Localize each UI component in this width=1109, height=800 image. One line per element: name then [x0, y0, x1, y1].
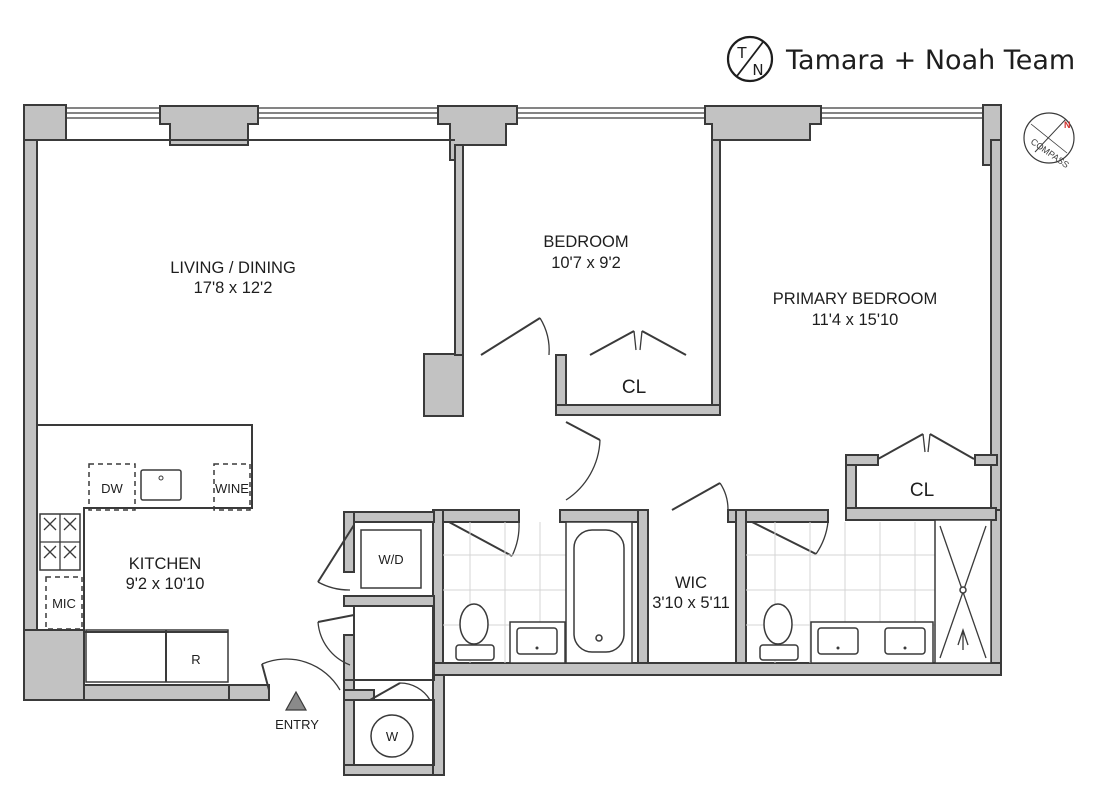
brand-name: Tamara + Noah Team [785, 45, 1075, 76]
wine-label: WINE [215, 481, 249, 496]
brand-logo: T N [726, 35, 774, 83]
microwave-label: MIC [52, 596, 76, 611]
bedroom-name: BEDROOM [543, 233, 628, 251]
doors [261, 317, 975, 701]
washer-dryer-unit [360, 529, 422, 589]
bathroom-2 [746, 519, 992, 664]
wine-fridge-outline [213, 463, 251, 511]
kitchen-dims: 9'2 x 10'10 [126, 575, 205, 593]
entry-label: ENTRY [275, 717, 319, 732]
refrigerator-label: R [191, 652, 200, 667]
microwave-outline [45, 576, 83, 630]
dishwasher-outline [88, 463, 136, 511]
logo-letter-bottom: N [752, 61, 763, 79]
bedroom-dims: 10'7 x 9'2 [551, 254, 621, 272]
primary-closet-label: CL [910, 480, 934, 501]
compass-north: N [1064, 120, 1071, 130]
wic-name: WIC [675, 574, 707, 592]
living-dining-name: LIVING / DINING [170, 259, 296, 277]
range-icon [39, 513, 81, 571]
bedroom-closet-label: CL [622, 377, 646, 398]
primary-bedroom-name: PRIMARY BEDROOM [773, 290, 937, 308]
washer-dryer-label: W/D [378, 552, 403, 567]
compass-icon: N COMPASS [1023, 112, 1075, 170]
water-heater-unit [370, 714, 414, 758]
entry-arrow-icon [284, 690, 308, 711]
living-dining-dims: 17'8 x 12'2 [194, 279, 273, 297]
kitchen-counter [37, 424, 253, 683]
dishwasher-label: DW [101, 481, 123, 496]
primary-bedroom-dims: 11'4 x 15'10 [812, 311, 899, 329]
bathroom-1 [443, 521, 633, 664]
wic-dims: 3'10 x 5'11 [652, 594, 730, 612]
toilet-2 [759, 644, 799, 661]
water-heater-label: W [386, 729, 399, 744]
toilet [455, 644, 495, 661]
kitchen-name: KITCHEN [129, 555, 201, 573]
logo-letter-top: T [736, 44, 747, 62]
